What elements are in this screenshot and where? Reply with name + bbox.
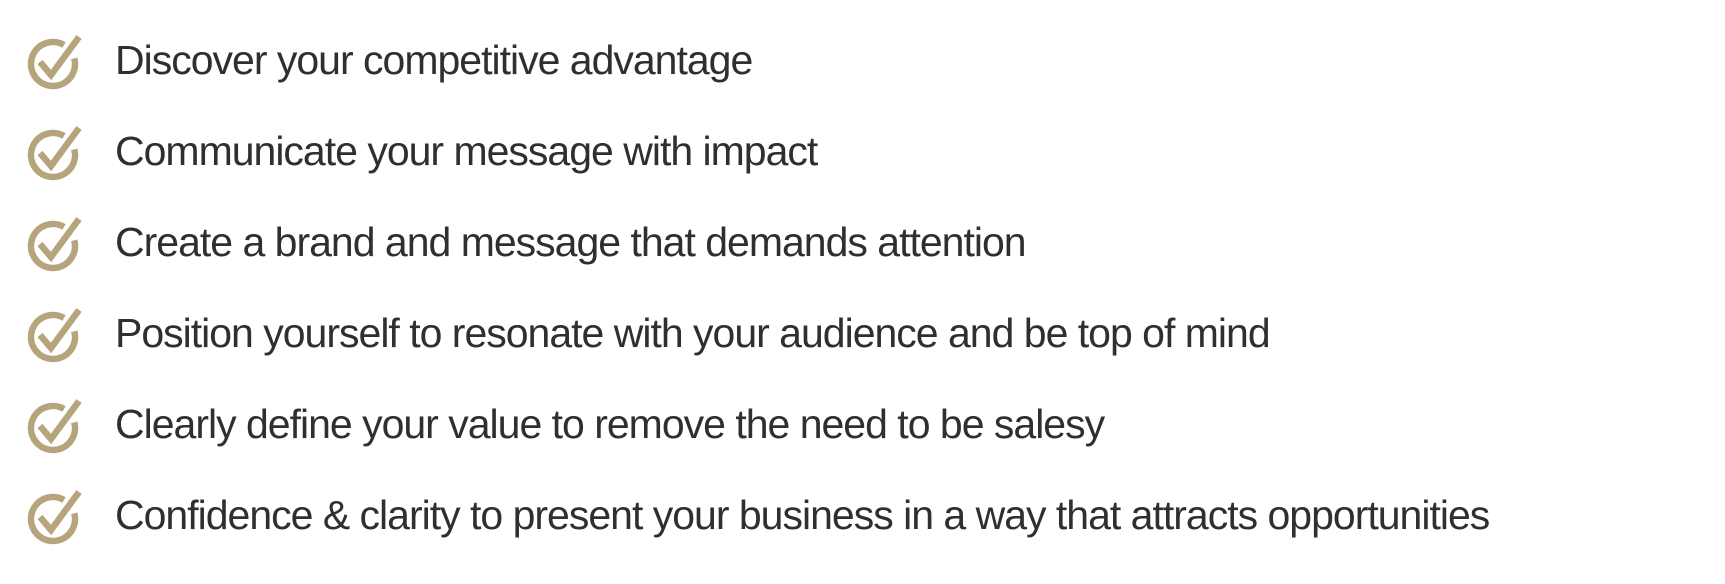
- list-item-label: Clearly define your value to remove the …: [115, 401, 1105, 447]
- list-item-label: Position yourself to resonate with your …: [115, 310, 1271, 356]
- list-item-label: Communicate your message with impact: [115, 128, 818, 174]
- check-circle-icon: [27, 394, 87, 454]
- list-item: Create a brand and message that demands …: [27, 212, 1725, 272]
- check-circle-icon: [27, 30, 87, 90]
- check-circle-icon: [27, 121, 87, 181]
- list-item-label: Confidence & clarity to present your bus…: [115, 492, 1490, 538]
- benefits-checklist: Discover your competitive advantage Comm…: [27, 30, 1725, 545]
- check-circle-icon: [27, 303, 87, 363]
- list-item: Communicate your message with impact: [27, 121, 1725, 181]
- check-circle-icon: [27, 485, 87, 545]
- list-item-label: Create a brand and message that demands …: [115, 219, 1027, 265]
- list-item: Discover your competitive advantage: [27, 30, 1725, 90]
- list-item: Position yourself to resonate with your …: [27, 303, 1725, 363]
- list-item: Clearly define your value to remove the …: [27, 394, 1725, 454]
- list-item-label: Discover your competitive advantage: [115, 37, 753, 83]
- list-item: Confidence & clarity to present your bus…: [27, 485, 1725, 545]
- check-circle-icon: [27, 212, 87, 272]
